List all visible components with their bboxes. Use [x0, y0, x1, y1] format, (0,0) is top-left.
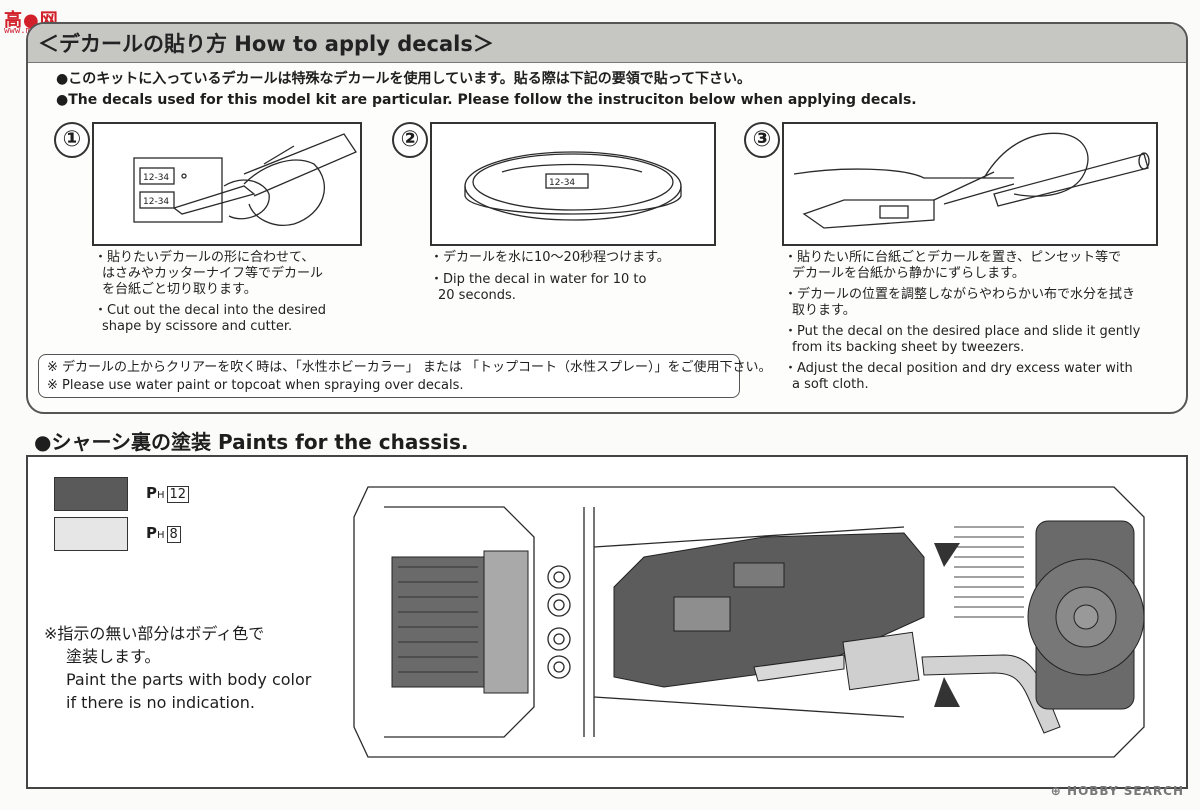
- chassis-section-title: ●シャーシ裏の塗装 Paints for the chassis.: [34, 430, 469, 454]
- step-1-line: shape by scissore and cutter.: [102, 319, 293, 334]
- paint-swatch-light: [54, 517, 128, 551]
- step-3-line: ・Adjust the decal position and dry exces…: [784, 361, 1133, 376]
- paint-swatch-dark: [54, 477, 128, 511]
- chassis-underside-drawing: [353, 486, 1145, 758]
- step-2-notes: ・デカールを水に10～20秒程つけます。 ・Dip the decal in w…: [430, 250, 670, 304]
- step-1-number: ①: [54, 122, 90, 158]
- step-1-line: ・Cut out the decal into the desired: [94, 303, 326, 318]
- decal-label-1: 12-34: [143, 173, 169, 183]
- decal-label-2: 12-34: [143, 197, 169, 207]
- step-3-notes: ・貼りたい所に台紙ごとデカールを置き、ピンセット等で デカールを台紙から静かにず…: [784, 250, 1140, 393]
- chassis-note-line: Paint the parts with body color: [66, 670, 312, 689]
- step-3-line: ・貼りたい所に台紙ごとデカールを置き、ピンセット等で: [784, 250, 1122, 265]
- step-2-line: ・デカールを水に10～20秒程つけます。: [430, 250, 670, 265]
- step-3-line: ・Put the decal on the desired place and …: [784, 324, 1141, 339]
- step-3-line: デカールを台紙から静かにずらします。: [792, 266, 1025, 281]
- water-dish-drawing: 12-34: [464, 151, 682, 221]
- panel-header: ＜デカールの貼り方 How to apply decals＞: [28, 24, 1186, 63]
- chassis-note-line: if there is no indication.: [66, 693, 255, 712]
- hobby-search-logo: ⊕ HOBBY SEARCH: [1050, 784, 1184, 798]
- step-2-line: ・Dip the decal in water for 10 to: [430, 272, 647, 287]
- decal-in-water-label: 12-34: [549, 178, 575, 188]
- step-1-line: ・貼りたいデカールの形に合わせて、: [94, 250, 315, 265]
- step-2-illustration: 12-34: [430, 122, 716, 246]
- step-1-illustration: 12-34 12-34: [92, 122, 362, 246]
- caution-japanese: ※ デカールの上からクリアーを吹く時は、「水性ホビーカラー」 または 「トップコ…: [47, 360, 772, 375]
- panel-title: ＜デカールの貼り方 How to apply decals＞: [38, 32, 494, 56]
- caution-english: ※ Please use water paint or topcoat when…: [47, 378, 464, 393]
- step-3-illustration: [782, 122, 1158, 246]
- step-1-line: を台紙ごと切り取ります。: [102, 282, 257, 297]
- caution-box: ※ デカールの上からクリアーを吹く時は、「水性ホビーカラー」 または 「トップコ…: [38, 354, 772, 398]
- chassis-note-line: 塗装します。: [66, 647, 161, 666]
- decal-instructions-panel: ＜デカールの貼り方 How to apply decals＞ ●このキットに入っ…: [26, 22, 1188, 414]
- intro-japanese: ●このキットに入っているデカールは特殊なデカールを使用しています。貼る際は下記の…: [56, 71, 751, 87]
- applying-decal-drawing: [793, 132, 1150, 229]
- step-3-line: 取ります。: [792, 303, 856, 318]
- step-2-number: ②: [392, 122, 428, 158]
- step-3-line: from its backing sheet by tweezers.: [792, 340, 1025, 355]
- step-3-line: a soft cloth.: [792, 377, 869, 392]
- step-3-line: ・デカールの位置を調整しながらやわらかい布で水分を拭き: [784, 287, 1136, 302]
- step-1-notes: ・貼りたいデカールの形に合わせて、 はさみやカッターナイフ等でデカール を台紙ご…: [94, 250, 326, 335]
- chassis-note-line: ※指示の無い部分はボディ色で: [44, 624, 265, 643]
- step-2-line: 20 seconds.: [438, 288, 516, 303]
- step-3-number: ③: [744, 122, 780, 158]
- step-1-line: はさみやカッターナイフ等でデカール: [102, 266, 324, 281]
- intro-english: ●The decals used for this model kit are …: [56, 92, 917, 108]
- chassis-note: ※指示の無い部分はボディ色で 塗装します。 Paint the parts wi…: [44, 622, 311, 714]
- cutting-decal-drawing: 12-34 12-34: [133, 133, 357, 226]
